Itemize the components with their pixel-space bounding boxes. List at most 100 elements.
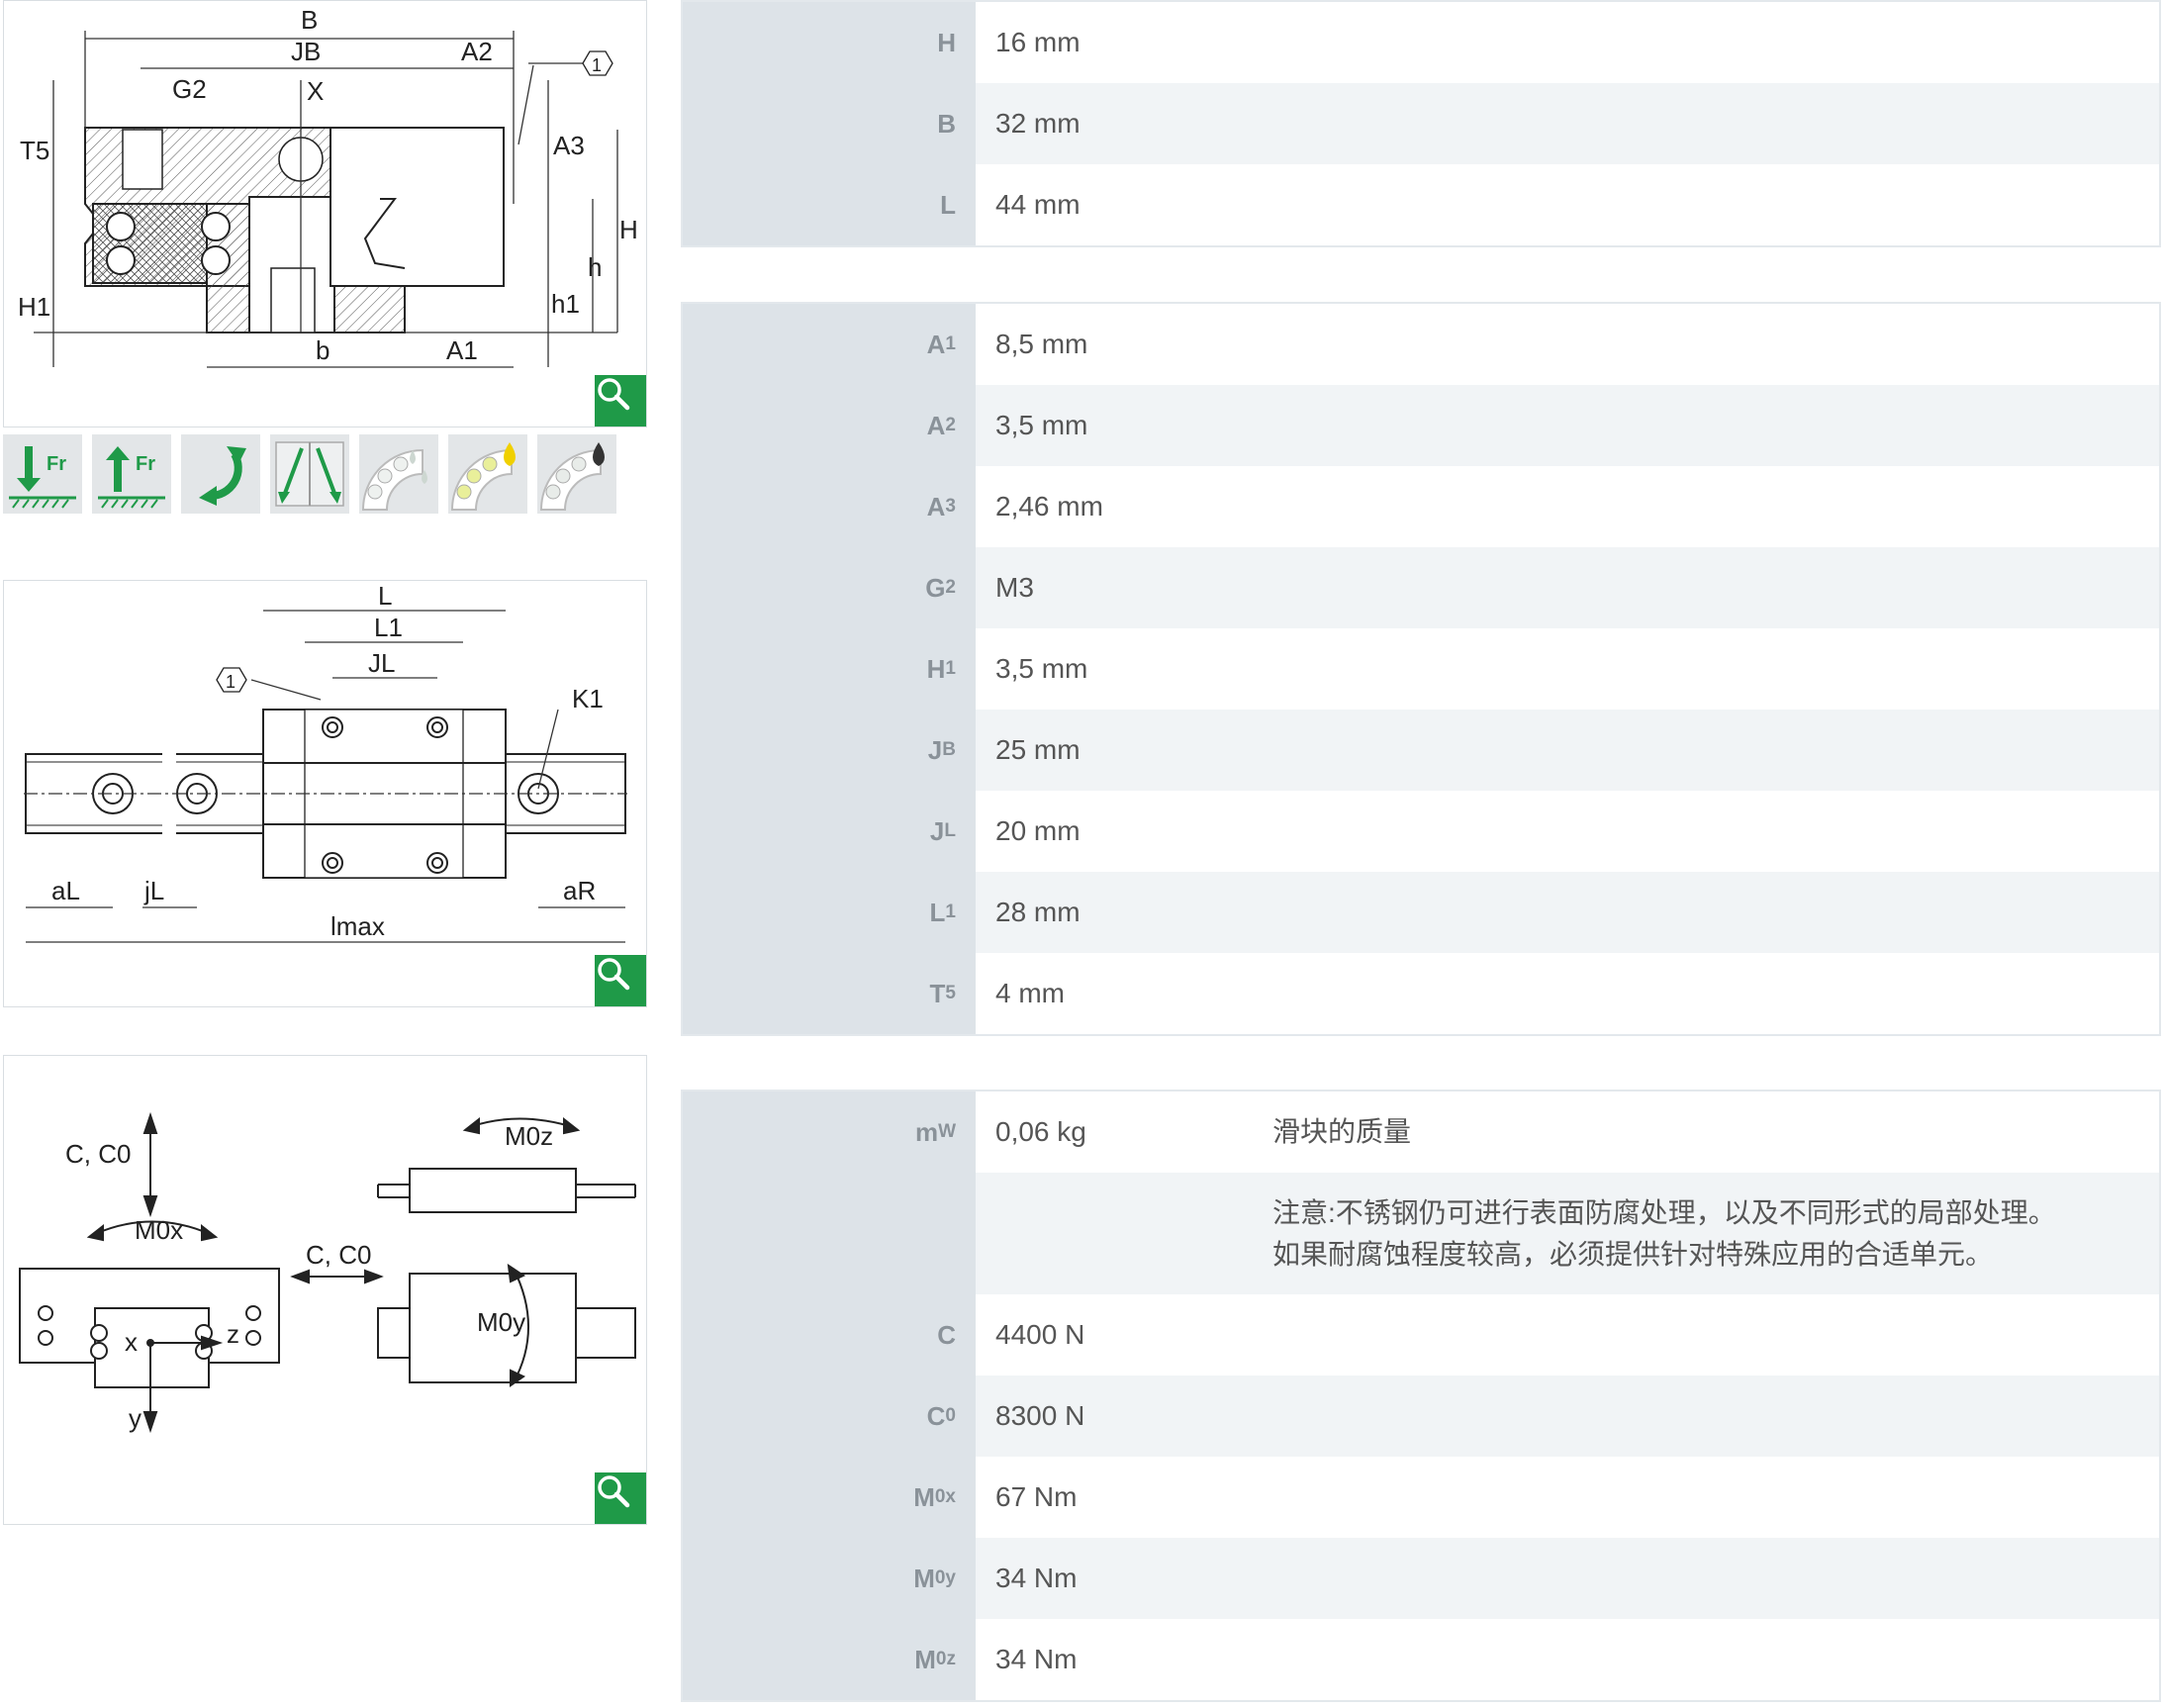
- row-description: 滑块的质量: [1272, 1116, 1412, 1147]
- table-row: H 16 mm: [683, 2, 2159, 83]
- row-value: M3: [976, 547, 1272, 628]
- row-value: 67 Nm: [995, 1481, 1078, 1512]
- callout-1: 1: [592, 55, 602, 75]
- label-C-C0-vertical: C, C0: [65, 1139, 131, 1169]
- label-T5: T5: [20, 136, 49, 165]
- magnifier-icon: [598, 1475, 630, 1508]
- label-x: x: [125, 1327, 138, 1357]
- label-X: X: [307, 76, 324, 106]
- row-value: 32 mm: [976, 83, 1272, 164]
- row-symbol: H: [683, 2, 976, 83]
- row-value: 3,5 mm: [995, 653, 1088, 684]
- row-description: [1272, 547, 2159, 628]
- callout-1: 1: [226, 672, 235, 692]
- table-row-note: 注意:不锈钢仍可进行表面防腐处理，以及不同形式的局部处理。 如果耐腐蚀程度较高，…: [683, 1173, 2159, 1294]
- row-description: [1272, 83, 2159, 164]
- label-G2: G2: [172, 74, 207, 104]
- row-symbol: B: [683, 83, 976, 164]
- row-value: 2,46 mm: [995, 491, 1103, 522]
- load-diagram-svg: C, C0 M0x C, C0 M0z M0y x z y: [19, 1111, 636, 1434]
- row-description: [1272, 872, 2159, 953]
- row-value: 34 Nm: [976, 1538, 1272, 1619]
- row-description: [1272, 628, 2159, 710]
- label-M0y: M0y: [477, 1307, 525, 1337]
- row-description: [1272, 710, 2159, 791]
- row-value: 34 Nm: [995, 1644, 1078, 1674]
- label-JB: JB: [291, 37, 321, 66]
- label-A2: A2: [461, 37, 493, 66]
- row-symbol: [683, 1173, 976, 1294]
- label-M0z: M0z: [505, 1121, 553, 1151]
- label-L: L: [378, 581, 392, 611]
- radial-load-down-icon: Fr: [3, 434, 82, 514]
- table-row: L 44 mm: [683, 164, 2159, 245]
- zoom-button[interactable]: [595, 375, 646, 427]
- label-b: b: [316, 335, 329, 365]
- top-view-drawing: L L1 JL 1 K1 aL jL aR lmax: [3, 580, 647, 1007]
- label-K1: K1: [572, 684, 604, 713]
- label-A3: A3: [553, 131, 585, 160]
- zoom-button[interactable]: [595, 1472, 646, 1524]
- row-description: [1272, 304, 2159, 385]
- radial-load-up-icon: Fr: [92, 434, 171, 514]
- moment-rotation-icon: [181, 434, 260, 514]
- svg-text:Fr: Fr: [47, 453, 66, 475]
- row-description: [1272, 164, 2159, 245]
- row-description: [1272, 385, 2159, 466]
- label-H1: H1: [18, 292, 50, 322]
- label-z: z: [227, 1319, 239, 1349]
- top-view-svg: L L1 JL 1 K1 aL jL aR lmax: [24, 581, 627, 943]
- label-B: B: [301, 5, 318, 35]
- load-diagram: C, C0 M0x C, C0 M0z M0y x z y: [3, 1055, 647, 1525]
- main-dimensions-table: H 16 mm B 32 mm L 44 mm: [681, 0, 2161, 247]
- label-jL: jL: [143, 876, 164, 905]
- label-C-C0-horizontal: C, C0: [306, 1240, 371, 1270]
- row-value: 8300 N: [976, 1376, 1272, 1457]
- row-description: [1272, 1294, 2159, 1376]
- row-value: 28 mm: [976, 872, 1272, 953]
- row-description: [1272, 1619, 2159, 1700]
- label-A1: A1: [446, 335, 478, 365]
- row-value: 3,5 mm: [976, 385, 1272, 466]
- label-H: H: [619, 215, 638, 244]
- row-value: 4400 N: [995, 1319, 1085, 1350]
- row-value: 16 mm: [995, 27, 1081, 57]
- row-description: [1272, 1457, 2159, 1538]
- row-symbol: C: [683, 1294, 976, 1376]
- row-value: 4 mm: [995, 978, 1065, 1008]
- row-value: 20 mm: [995, 815, 1081, 846]
- label-y: y: [129, 1403, 141, 1433]
- row-description: [1272, 791, 2159, 872]
- label-JL: JL: [368, 648, 395, 678]
- magnifier-icon: [598, 378, 630, 411]
- label-h1: h1: [551, 289, 580, 319]
- row-value: 0,06 kg: [995, 1116, 1086, 1147]
- table-row: B 32 mm: [683, 83, 2159, 164]
- stainless-steel-note: 注意:不锈钢仍可进行表面防腐处理，以及不同形式的局部处理。 如果耐腐蚀程度较高，…: [1272, 1173, 2159, 1294]
- row-description: [1272, 953, 2159, 1034]
- svg-text:Fr: Fr: [136, 453, 155, 475]
- zoom-button[interactable]: [595, 955, 646, 1006]
